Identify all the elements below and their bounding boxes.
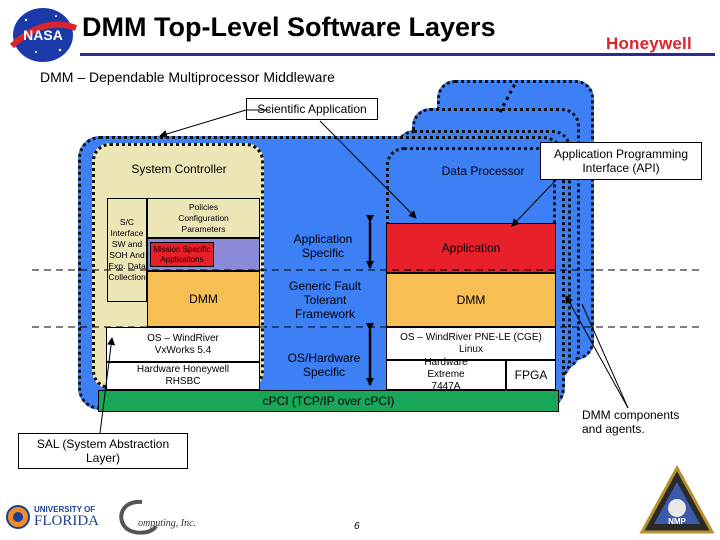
nasa-logo: NASA: [8, 6, 78, 64]
nmp-badge-icon: NMP: [639, 464, 715, 534]
page-number: 6: [354, 521, 360, 532]
mission-specific-text: Mission Specific Applications: [153, 244, 211, 264]
svg-text:omputing, Inc.: omputing, Inc.: [138, 518, 196, 529]
uf-line1: UNIVERSITY OF: [34, 505, 96, 514]
sc-interface-box: S/C Interface SW and SOH And Exp. Data C…: [107, 198, 147, 302]
nmp-badge: NMP: [639, 464, 715, 536]
dmm-right-text: DMM: [456, 293, 486, 307]
arrow-sal: [99, 337, 116, 434]
dmm-right-box: DMM: [386, 273, 556, 327]
sal-text: SAL (System Abstraction Layer): [36, 437, 170, 465]
arrow-api: [511, 179, 557, 227]
os-right-text: OS – WindRiver PNE-LE (CGE) Linux: [400, 331, 542, 355]
arrow-dmm-components-2: [581, 303, 629, 409]
nasa-logo-text: NASA: [23, 27, 63, 43]
data-processor-label: Data Processor: [441, 164, 525, 178]
uf-line2: FLORIDA: [34, 513, 100, 529]
api-callout-text: Application Programming Interface (API): [553, 147, 689, 175]
mission-specific-box: Mission Specific Applications: [150, 242, 214, 267]
api-callout: Application Programming Interface (API): [540, 142, 702, 180]
page-subtitle: DMM – Dependable Multiprocessor Middlewa…: [40, 69, 335, 85]
honeywell-logo: Honeywell: [606, 34, 692, 53]
os-hardware-specific-label: OS/Hardware Specific: [287, 351, 361, 379]
hardware-left-text: Hardware Honeywell RHSBC: [136, 364, 230, 387]
sal-callout: SAL (System Abstraction Layer): [18, 433, 188, 469]
arrow-sci-to-data-processor: [319, 120, 417, 219]
computing-logo: omputing, Inc.: [112, 498, 196, 536]
arrow-sci-to-system-controller: [159, 109, 247, 138]
nasa-logo-icon: NASA: [9, 8, 78, 62]
dmm-components-callout: DMM components and agents.: [574, 408, 694, 440]
scientific-application-label: Scientific Application: [257, 102, 367, 116]
page-title: DMM Top-Level Software Layers: [82, 12, 496, 42]
nmp-badge-text: NMP: [668, 517, 686, 526]
scientific-application-box: Scientific Application: [246, 98, 378, 120]
more-processors-dots: [498, 81, 518, 113]
policies-box: Policies Configuration Parameters: [147, 198, 260, 238]
cpci-bar: cPCI (TCP/IP over cPCI): [98, 390, 559, 412]
generic-fault-label: Generic Fault Tolerant Framework: [288, 279, 362, 321]
uf-logo: UNIVERSITY OF FLORIDA: [6, 503, 106, 533]
policies-text: Policies Configuration Parameters: [178, 201, 229, 234]
sc-interface-text: S/C Interface SW and SOH And Exp. Data C…: [108, 217, 146, 282]
fpga-text: FPGA: [514, 368, 548, 382]
hardware-right-text: Hardware Extreme 7447A: [424, 357, 468, 392]
application-specific-label: Application Specific: [293, 232, 353, 260]
fpga-box: FPGA: [506, 360, 556, 390]
dmm-components-text: DMM components and agents.: [582, 408, 680, 436]
os-left-text: OS – WindRiver VxWorks 5.4: [147, 332, 219, 356]
cpci-text: cPCI (TCP/IP over cPCI): [262, 394, 395, 408]
system-controller-label: System Controller: [131, 162, 227, 176]
uf-seal-icon: [6, 505, 30, 529]
hardware-right-box: Hardware Extreme 7447A: [386, 357, 506, 392]
os-left-box: OS – WindRiver VxWorks 5.4: [106, 327, 260, 362]
title-rule: [80, 53, 715, 56]
computing-logo-icon: omputing, Inc.: [119, 499, 196, 535]
arrow-dmm-components-1: [565, 295, 629, 409]
application-right-box: Application: [386, 223, 556, 273]
dmm-left-text: DMM: [189, 292, 218, 306]
application-right-text: Application: [441, 241, 501, 255]
hardware-left-box: Hardware Honeywell RHSBC: [106, 362, 260, 390]
